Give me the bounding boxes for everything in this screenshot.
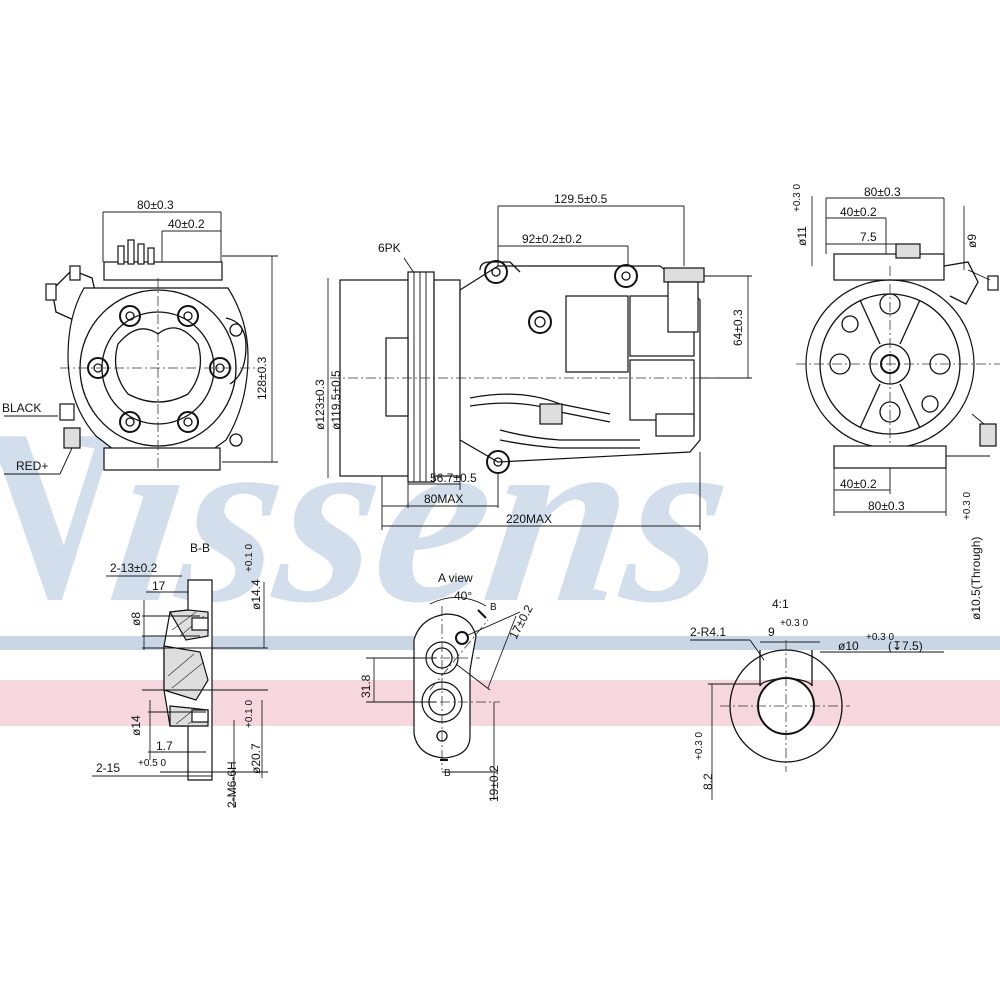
section-bb-dim-d-tol: +0.1 0	[244, 543, 255, 572]
section-bb-dim-i: ø20.7	[249, 743, 263, 774]
section-bb-dim-g: 2-15	[96, 761, 120, 775]
rear-dim-width-top: 80±0.3	[864, 185, 901, 199]
view-a-title: A view	[438, 571, 473, 585]
side-view: 129.5±0.5 92±0.2±0.2 64±0.3 ø123±0.3 ø11…	[313, 192, 752, 530]
rear-dim-width-bottom: 80±0.3	[868, 499, 905, 513]
detail-dim-d-tol: +0.3 0	[866, 632, 895, 643]
side-dim-port: 92±0.2±0.2	[522, 232, 582, 246]
section-bb: B-B 2-13±0.2 17 ø8 ø14.4 +0.1 0 ø14	[92, 541, 268, 808]
detail-dim-r: 2-R4.1	[690, 625, 726, 639]
section-bb-dim-c: ø8	[129, 612, 143, 626]
view-a-dim-c: 19±0.2	[487, 765, 501, 802]
view-a-angle: 40°	[454, 589, 472, 603]
rear-dim-port-big: ø9	[965, 234, 979, 248]
section-bb-title: B-B	[190, 541, 210, 555]
side-dim-port-height: 64±0.3	[731, 309, 745, 346]
section-bb-dim-e: ø14	[129, 715, 143, 736]
rear-dim-inner-top: 40±0.2	[840, 205, 877, 219]
rear-dim-port-small: ø11	[795, 226, 809, 246]
wire-label-red: RED+	[16, 459, 48, 473]
view-a-dim-b: 31.8	[359, 674, 373, 698]
section-bb-dim-i-tol: +0.1 0	[244, 699, 255, 728]
side-dim-front: 56.7±0.5	[430, 471, 477, 485]
wire-label-black: BLACK	[2, 401, 41, 415]
side-dim-pulley-outer: ø123±0.3	[313, 379, 327, 430]
detail-dim-d: ø10	[838, 639, 859, 653]
rear-dim-port-small-tol: +0.3 0	[792, 183, 803, 212]
side-belt-label: 6PK	[378, 241, 401, 255]
rear-dim-through-tol: +0.3 0	[962, 491, 973, 520]
detail-dim-h-tol: +0.3 0	[694, 731, 705, 760]
view-a-label-b-top: B	[490, 602, 497, 613]
detail-dim-w-tol: +0.3 0	[780, 618, 809, 629]
front-dim-width-inner: 40±0.2	[168, 217, 205, 231]
rear-dim-through: ø10.5(Through)	[969, 537, 983, 620]
detail-dim-h: 8.2	[701, 773, 715, 790]
front-dim-width-top: 80±0.3	[137, 198, 174, 212]
section-bb-dim-a: 2-13±0.2	[110, 561, 158, 575]
front-dim-height: 128±0.3	[255, 356, 269, 400]
detail-4-1: 4:1 2-R4.1 9 +0.3 0 ø10 +0.3 0 (↧7.5) 8.…	[690, 597, 944, 800]
section-bb-dim-d: ø14.4	[249, 579, 263, 610]
rear-dim-inner-bottom: 40±0.2	[840, 477, 877, 491]
view-a-label-b-bottom: B	[444, 768, 451, 779]
side-dim-overall-top: 129.5±0.5	[554, 192, 608, 206]
front-view: 80±0.3 40±0.2 128±0.3	[2, 198, 278, 475]
section-bb-dim-h: 2-M6-6H	[225, 761, 239, 808]
section-bb-dim-f: 1.7	[156, 739, 173, 753]
rear-dim-port-offset: 7.5	[860, 230, 877, 244]
section-bb-dim-b: 17	[152, 579, 166, 593]
watermark-band-blue	[0, 636, 1000, 650]
detail-dim-w: 9	[768, 625, 775, 639]
side-dim-max-front: 80MAX	[424, 492, 463, 506]
side-dim-max-total: 220MAX	[506, 512, 552, 526]
detail-dim-depth: (↧7.5)	[888, 639, 923, 653]
rear-view: 80±0.3 40±0.2 7.5 ø11 +0.3 0 ø9	[792, 183, 1000, 620]
section-bb-dim-g-tol: +0.5 0	[138, 758, 167, 769]
detail-scale: 4:1	[772, 597, 789, 611]
